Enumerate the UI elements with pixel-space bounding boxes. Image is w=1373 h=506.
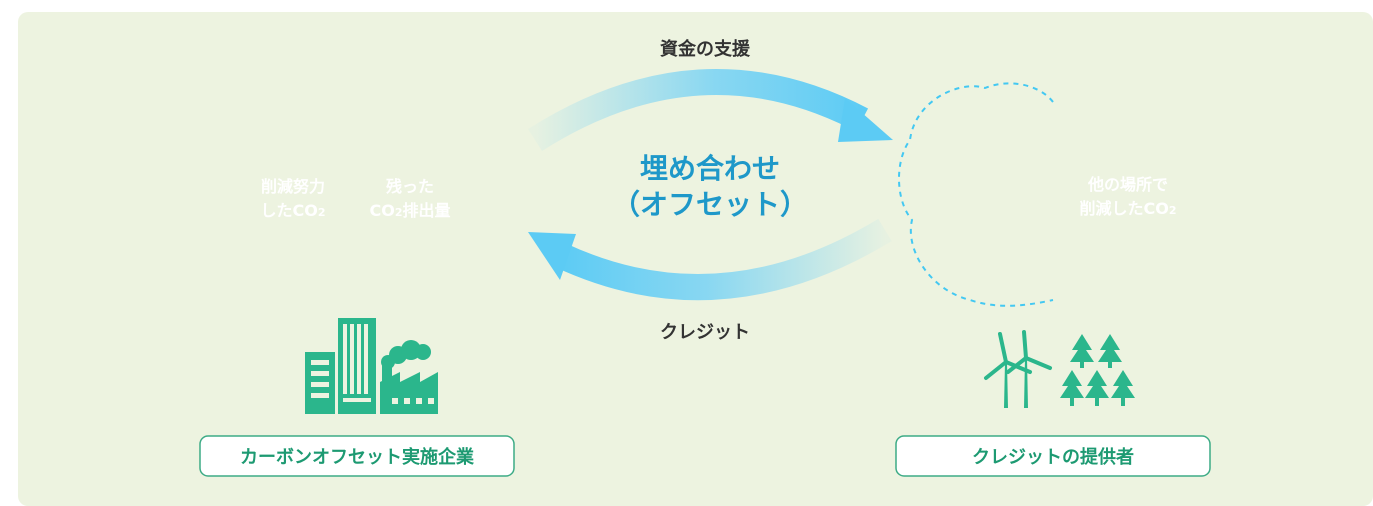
factory-icon: [380, 340, 438, 414]
wind-turbine-icon: [984, 330, 1052, 408]
right-half-text-line2: CO2排出量: [369, 201, 450, 220]
remaining-co2-half: [358, 78, 510, 303]
dashed-cloud-outline: [898, 82, 1054, 307]
offset-label-line2: （オフセット）: [612, 188, 808, 221]
left-entity-text: カーボンオフセット実施企業: [240, 446, 475, 468]
right-entity-label: クレジットの提供者: [895, 435, 1211, 477]
credit-label: クレジット: [660, 322, 750, 343]
right-half-text-line1: 残った: [386, 177, 434, 196]
left-cloud: 削減努力 したCO2 残った CO2排出量: [200, 78, 510, 303]
funding-label: 資金の支援: [660, 38, 751, 60]
offset-label-line1: 埋め合わせ: [640, 152, 780, 185]
right-entity-text: クレジットの提供者: [972, 446, 1134, 468]
left-cloud-text-line2: したCO2: [260, 201, 325, 220]
left-cloud-text-line1: 削減努力: [261, 177, 325, 196]
right-cloud-text-line1: 他の場所で: [1087, 175, 1168, 194]
funding-arrow: [528, 68, 893, 151]
credit-arrow: [528, 218, 892, 301]
right-cloud-text-line2: 削減したCO2: [1079, 199, 1176, 218]
building-icon: [305, 318, 376, 414]
forest-icon: [1060, 334, 1135, 406]
left-entity-label: カーボンオフセット実施企業: [199, 435, 515, 477]
right-cloud: 他の場所で 削減したCO2: [898, 82, 1186, 307]
